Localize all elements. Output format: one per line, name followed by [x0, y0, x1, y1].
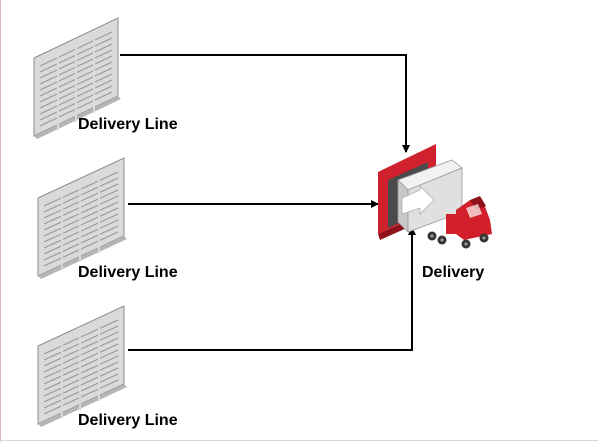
connector-arrow-3 [128, 227, 416, 351]
connector-arrow-1 [120, 54, 410, 153]
delivery-truck-icon [378, 144, 492, 249]
source-label-1: Delivery Line [78, 116, 178, 133]
delivery-line-document-icon-3 [37, 305, 127, 427]
source-label-3: Delivery Line [78, 412, 178, 429]
page-bottom-border [0, 440, 598, 441]
delivery-line-document-icon-2 [37, 157, 127, 279]
target-label: Delivery [422, 264, 485, 281]
page-left-border [0, 0, 1, 442]
delivery-line-document-icon-1 [33, 17, 121, 139]
source-label-2: Delivery Line [78, 264, 178, 281]
